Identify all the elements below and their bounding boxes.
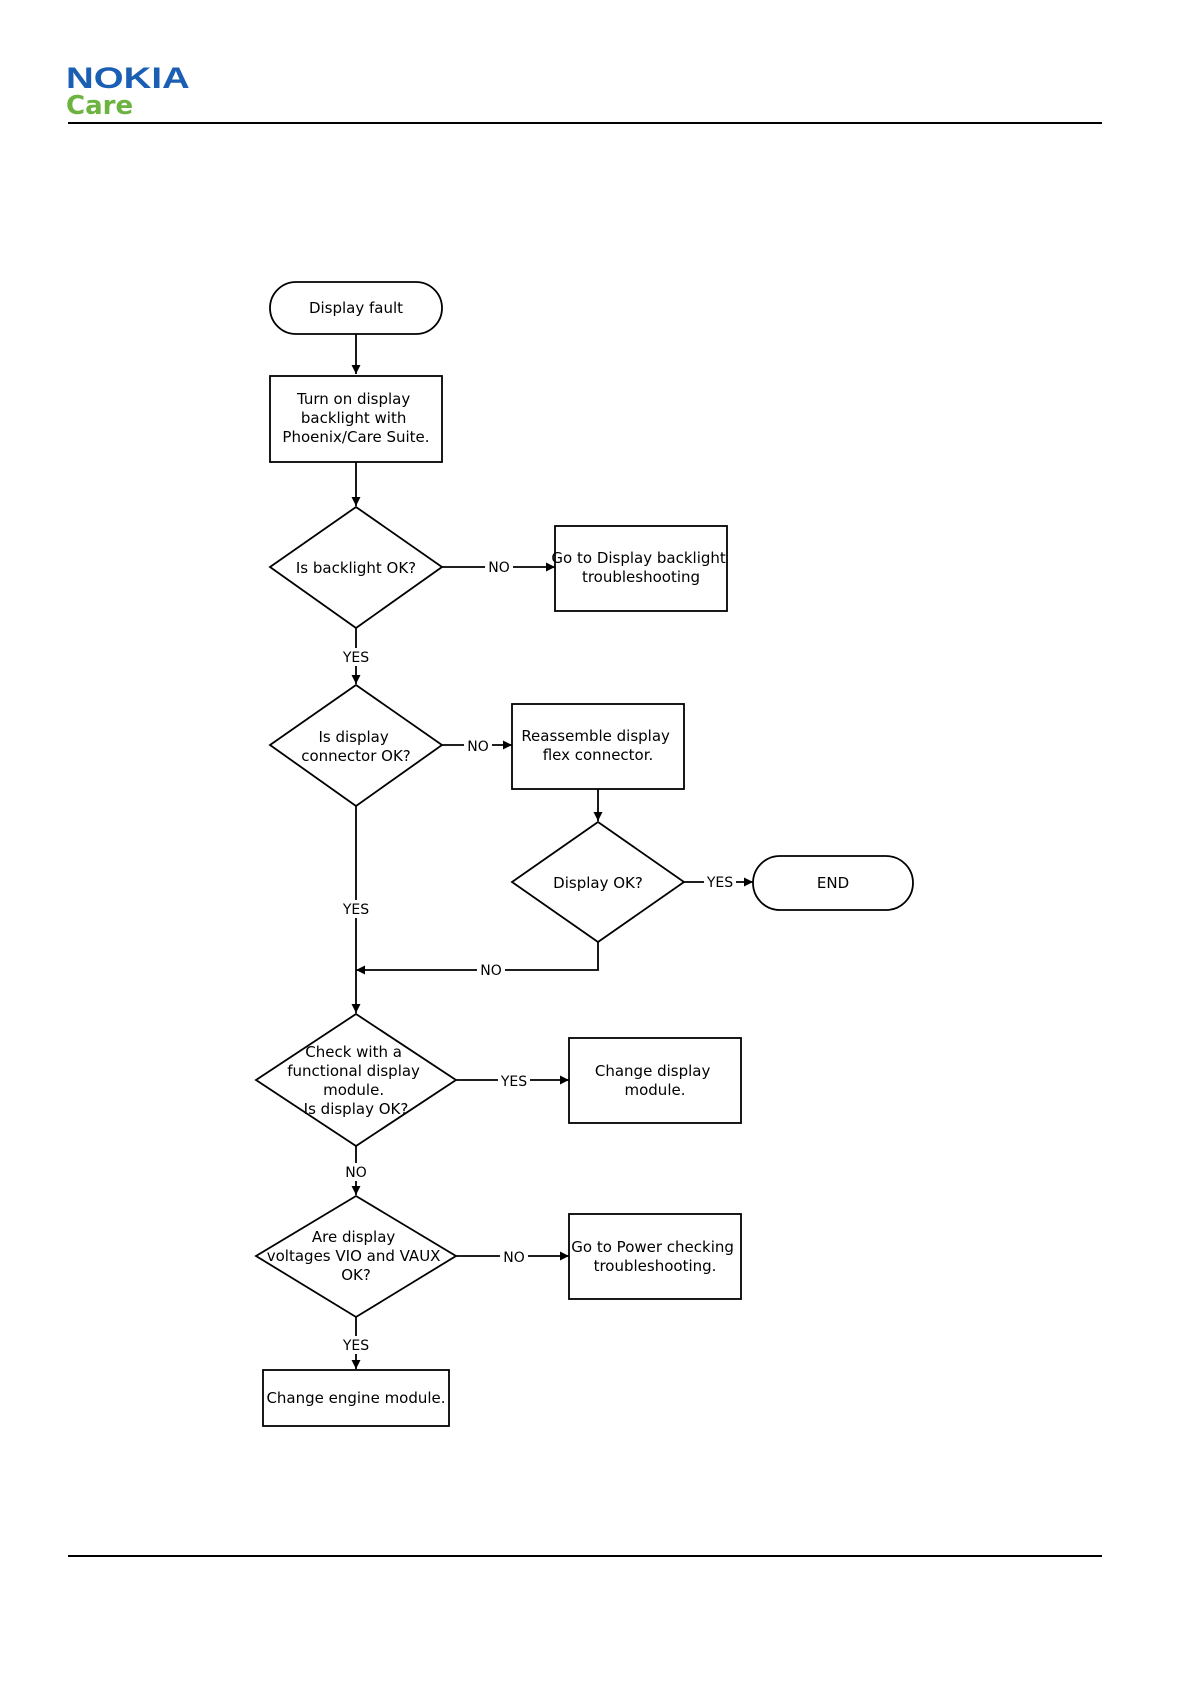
node-q-display-ok <box>510 820 686 944</box>
node-change-engine <box>262 1369 450 1427</box>
label-change-display: Change display module. <box>595 1062 715 1099</box>
flowchart-node-labels: Display fault Turn on display backlight … <box>266 299 849 1407</box>
node-end <box>752 855 914 911</box>
label-goto-power: Go to Power checking troubleshooting. <box>571 1238 738 1275</box>
label-q-voltages: Are display voltages VIO and VAUX OK? <box>267 1228 445 1284</box>
label-start: Display fault <box>309 299 403 317</box>
label-q-connector: Is display connector OK? <box>301 728 411 765</box>
node-change-display <box>568 1037 742 1124</box>
label-goto-backlight: Go to Display backlight troubleshooting <box>551 549 730 586</box>
node-reassemble <box>511 703 685 790</box>
label-q-backlight: Is backlight OK? <box>296 559 416 577</box>
edge-label-display-ok-yes: YES <box>706 875 733 891</box>
node-q-connector <box>268 683 444 808</box>
footer-rule <box>68 1555 1102 1557</box>
node-goto-power <box>568 1213 742 1300</box>
label-change-engine: Change engine module. <box>266 1389 445 1407</box>
node-backlight-on <box>269 375 443 463</box>
edge-label-voltages-no: NO <box>503 1250 525 1266</box>
label-q-display-ok: Display OK? <box>553 874 643 892</box>
label-q-functional: Check with a functional display module. … <box>287 1043 424 1118</box>
page-header: NOKIA Care <box>0 0 1191 130</box>
edge-label-connector-no: NO <box>467 739 489 755</box>
nokia-logo: NOKIA <box>66 62 190 95</box>
edge-label-connector-yes: YES <box>342 902 369 918</box>
edge-label-display-ok-no: NO <box>480 963 502 979</box>
edge-label-functional-yes: YES <box>500 1074 527 1090</box>
flowchart-nodes <box>254 281 914 1427</box>
label-end: END <box>817 874 849 892</box>
node-goto-backlight <box>554 525 728 612</box>
header-rule <box>68 122 1102 124</box>
edge-q-display-ok-no <box>356 942 599 975</box>
edge-label-functional-no: NO <box>345 1165 367 1181</box>
edge-label-backlight-no: NO <box>488 560 510 576</box>
flowchart-edge-labels: NO YES NO YES YES NO YES NO NO YES <box>340 557 736 1354</box>
node-start <box>269 281 443 335</box>
node-q-functional <box>254 1012 458 1148</box>
label-backlight-on: Turn on display backlight with Phoenix/C… <box>282 390 429 446</box>
edge-label-backlight-yes: YES <box>342 650 369 666</box>
edge-label-voltages-yes: YES <box>342 1338 369 1354</box>
care-logo: Care <box>66 91 134 121</box>
node-q-voltages <box>254 1194 458 1319</box>
label-reassemble: Reassemble display flex connector. <box>521 727 674 764</box>
node-q-backlight <box>268 505 444 630</box>
